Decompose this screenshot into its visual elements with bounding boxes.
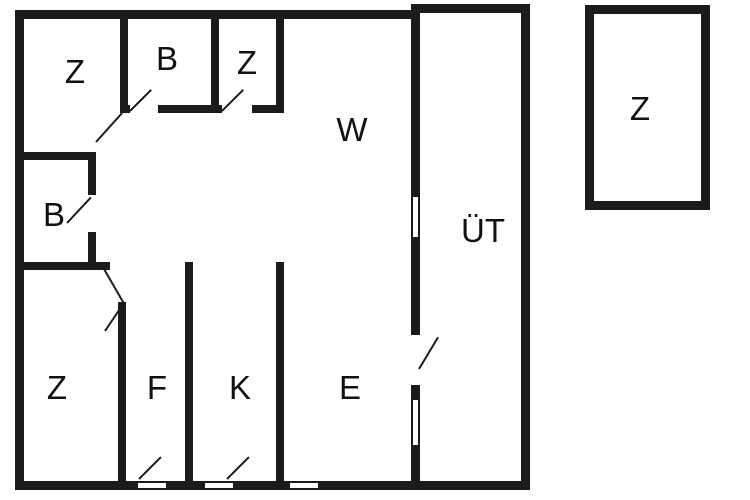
wall-btop-ztopsmall bbox=[211, 10, 219, 105]
room-label-z-top-small: Z bbox=[236, 44, 258, 81]
window-terrace-upper bbox=[411, 197, 420, 237]
room-label-b-top: B bbox=[155, 40, 179, 77]
wall-terrace-right bbox=[521, 4, 530, 490]
wall-terrace-top bbox=[411, 4, 530, 13]
wall-annex-top bbox=[585, 5, 710, 14]
wall-main-bottom-seg1 bbox=[15, 481, 138, 490]
door-swing-z-top-small bbox=[221, 89, 244, 112]
wall-annex-right bbox=[701, 5, 710, 210]
wall-main-bottom-seg3 bbox=[233, 481, 290, 490]
room-label-e-dining: E bbox=[338, 369, 362, 406]
wall-bmid-top bbox=[15, 152, 95, 160]
room-label-k-kitchen: K bbox=[228, 369, 252, 406]
window-bottom-e bbox=[290, 481, 318, 490]
wall-ztopleft-btop bbox=[120, 10, 128, 113]
wall-main-right-seg1 bbox=[411, 10, 420, 197]
wall-main-left bbox=[15, 10, 24, 490]
wall-bmid-bottom bbox=[15, 262, 110, 270]
wall-ztopsmall-w bbox=[276, 10, 284, 113]
wall-zbottom-f bbox=[118, 302, 126, 490]
wall-f-k bbox=[185, 262, 193, 490]
wall-annex-bottom bbox=[585, 201, 710, 210]
door-swing-b-top bbox=[129, 89, 152, 112]
room-label-b-mid-left: B bbox=[42, 196, 66, 233]
wall-k-e bbox=[276, 262, 284, 490]
door-swing-entrance-k bbox=[226, 456, 250, 480]
window-bottom-f bbox=[138, 481, 166, 490]
room-label-w-living: W bbox=[336, 111, 368, 148]
room-label-f-hall: F bbox=[146, 369, 168, 406]
wall-btop-bottom-seg2 bbox=[158, 105, 222, 113]
wall-annex-left bbox=[585, 5, 594, 210]
wall-main-right-seg3 bbox=[411, 385, 420, 400]
door-swing-entrance-f bbox=[138, 456, 162, 480]
window-bottom-k bbox=[205, 481, 233, 490]
door-swing-b-mid bbox=[66, 196, 92, 224]
wall-btop-bottom-seg3 bbox=[252, 105, 284, 113]
room-label-z-bottom-left: Z bbox=[46, 369, 68, 406]
window-terrace-lower bbox=[411, 400, 420, 445]
room-label-z-annex: Z bbox=[629, 90, 651, 127]
door-swing-z-top-left bbox=[95, 112, 123, 143]
wall-main-right-seg2 bbox=[411, 237, 420, 335]
wall-bmid-right-seg1 bbox=[88, 152, 96, 195]
room-label-z-top-left: Z bbox=[64, 53, 86, 90]
room-label-ut-terrace: ÜT bbox=[461, 212, 505, 249]
wall-btop-bottom-seg1 bbox=[120, 105, 130, 113]
wall-main-bottom-seg4 bbox=[318, 481, 530, 490]
wall-bmid-right-seg2 bbox=[88, 232, 96, 270]
wall-main-right-seg4 bbox=[411, 445, 420, 490]
door-swing-terrace bbox=[418, 336, 439, 370]
door-swing-z-bottom-panel bbox=[103, 268, 125, 304]
